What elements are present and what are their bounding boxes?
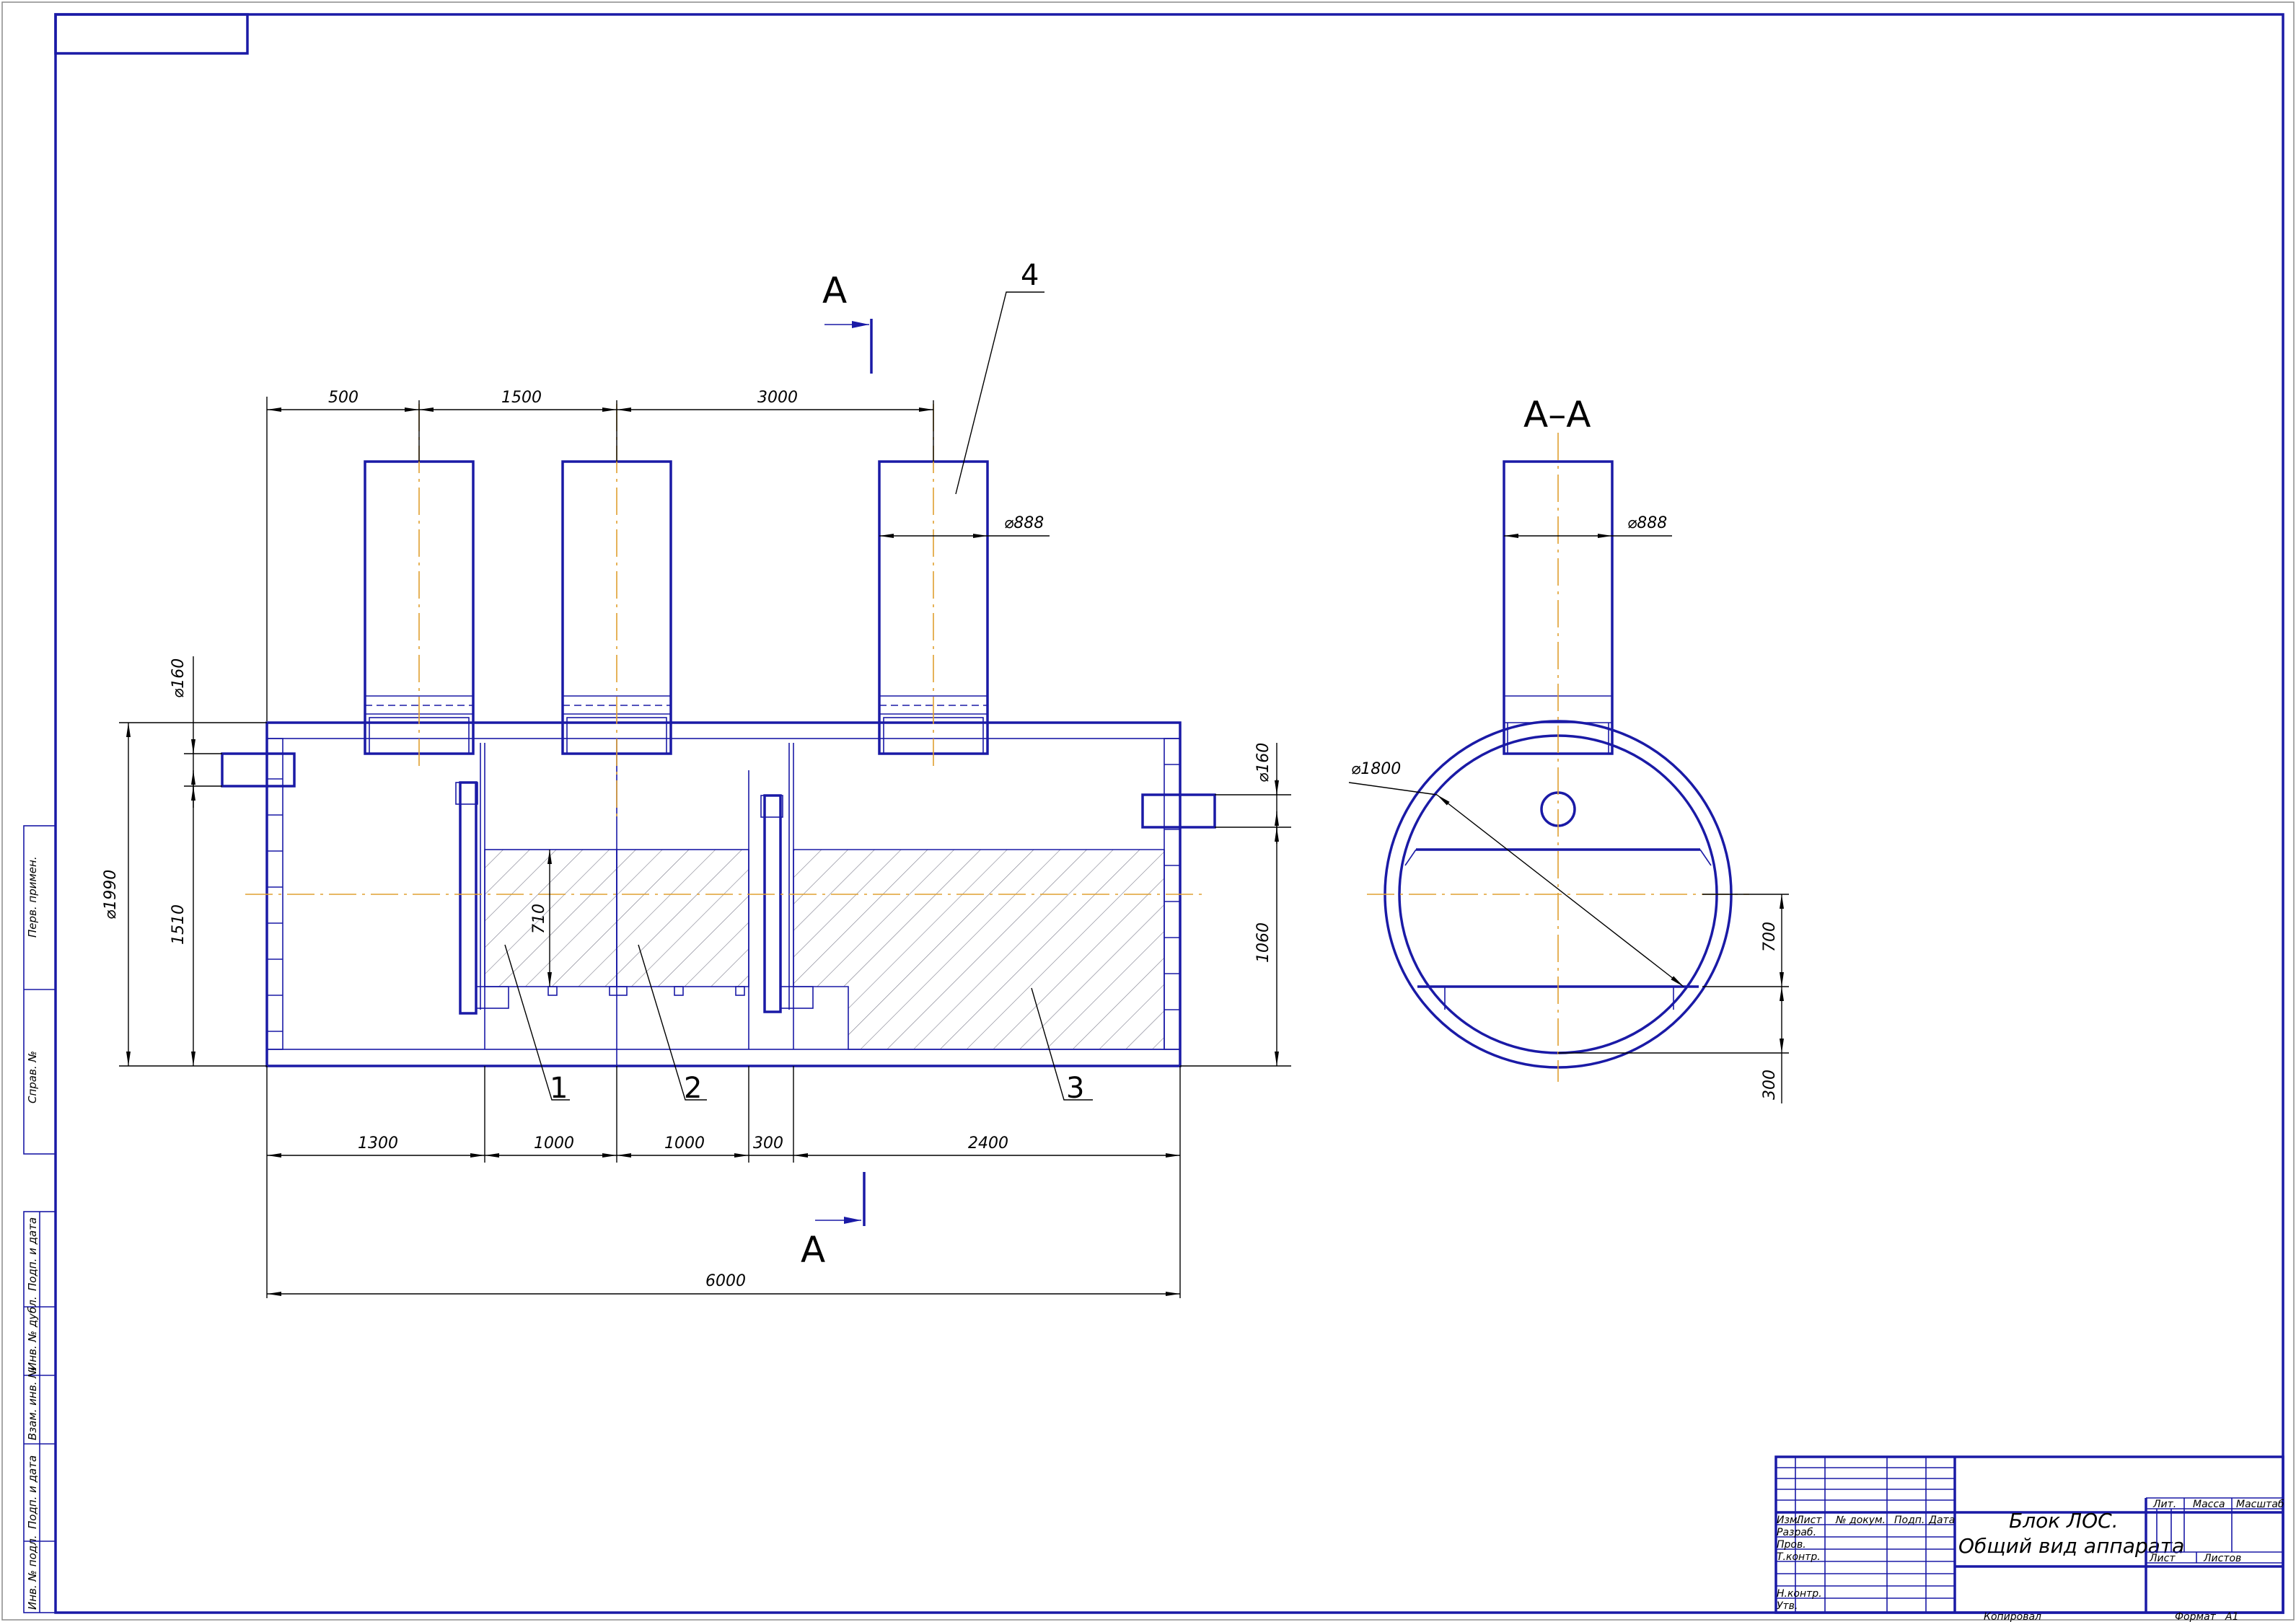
bottom-dimension-chain: 1300 1000 1000 300 2400 6000 [266,1066,1181,1298]
tb-row-nkontr: Н.контр. [1777,1588,1822,1600]
tb-masshtab: Масштаб [2236,1499,2284,1510]
left-dimensions: ⌀1990 1510 ⌀160 [102,656,267,1067]
tb-row-tkontr: Т.контр. [1777,1551,1821,1563]
section-dim-700: 700 [1761,922,1779,952]
filter-media-1 [484,849,617,987]
filter-media-3 [793,849,1165,1050]
tb-col-izm: Изм. [1777,1515,1800,1526]
dim-710: 710 [530,904,548,934]
tb-format-value: А1 [2225,1611,2238,1622]
dim-outlet-dia: ⌀160 [1254,743,1272,783]
tb-lit: Лит. [2152,1499,2176,1510]
position-4: 4 [1021,259,1039,292]
dim-2400: 2400 [968,1134,1008,1152]
section-view: A–A ⌀888 ⌀1800 [1348,394,1789,1103]
tank-top-wall [266,722,1181,739]
top-dimension-chain: 500 1500 3000 [266,389,934,721]
inlet-pipe [221,752,296,788]
tb-format: Формат [2175,1611,2217,1622]
tb-col-doc: № докум. [1835,1515,1886,1526]
dim-1990: ⌀1990 [102,870,120,920]
stamp-vzam-inv: Взам. инв. № [26,1367,39,1440]
dim-3000: 3000 [757,389,798,407]
section-mark-top: A [822,270,873,374]
dim-1000-b: 1000 [664,1134,705,1152]
right-dimensions: ⌀160 1060 [1180,743,1291,1067]
filter-media-2 [616,849,749,987]
position-3: 3 [1066,1072,1084,1105]
dim-500: 500 [328,389,359,407]
tb-listov: Листов [2203,1553,2241,1564]
stamp-inv-dubl: Инв. № дубл. [26,1296,39,1370]
title-block: Изм. Лист № докум. Подп. Дата Разраб. Пр… [1774,1455,2284,1622]
dim-inlet-dia: ⌀160 [170,658,188,698]
section-dim-1800: ⌀1800 [1351,760,1401,778]
dim-6000: 6000 [705,1272,746,1290]
dim-riser-dia: ⌀888 [1004,514,1044,532]
tb-massa: Масса [2193,1499,2225,1510]
section-dim-riser-dia: ⌀888 [1627,514,1667,532]
tb-title-line1: Блок ЛОС. [2009,1509,2119,1533]
tb-col-data: Дата [1928,1515,1955,1526]
stamp-sprav-no: Справ. № [26,1051,39,1103]
tb-col-list: Лист [1795,1515,1822,1526]
dim-300: 300 [753,1134,783,1152]
dim-1510: 1510 [170,904,188,945]
position-leaders: 1 2 3 4 [504,259,1093,1105]
tb-kopiroval: Копировал [1984,1611,2041,1622]
tb-row-razrab: Разраб. [1777,1527,1816,1538]
dim-1000-a: 1000 [534,1134,574,1152]
tb-list: Лист [2149,1553,2176,1564]
dim-1060: 1060 [1254,922,1272,963]
dim-1300: 1300 [358,1134,398,1152]
dim-1500: 1500 [501,389,542,407]
tb-row-utv: Утв. [1777,1600,1798,1612]
tb-row-prov: Пров. [1777,1539,1806,1551]
tb-col-podp: Подп. [1894,1515,1925,1526]
section-title: A–A [1523,394,1591,436]
stamp-podp-data-1: Подп. и дата [26,1217,39,1291]
tb-title-line2: Общий вид аппарата [1958,1534,2184,1558]
section-mark-bottom: A [801,1172,866,1271]
section-letter-bottom: A [801,1229,825,1271]
partition-1 [455,743,509,1049]
outlet-pipe [1141,793,1216,829]
position-1: 1 [550,1072,568,1105]
media-supports [547,986,745,996]
partition-2 [748,743,814,1049]
section-dim-300: 300 [1761,1070,1779,1100]
tank-bottom-wall [266,1049,1181,1067]
stamp-podp-data-2: Подп. и дата [26,1455,39,1529]
position-2: 2 [684,1072,702,1105]
stamp-inv-podl: Инв. № подл. [26,1535,39,1610]
side-stamp-column: Перв. примен. Справ. № Подп. и дата Инв.… [23,825,56,1613]
top-stamp-box [54,13,249,55]
main-view: 500 1500 3000 ⌀888 ⌀1990 1510 ⌀160 [102,259,1291,1298]
section-letter-top: A [822,270,847,312]
stamp-perv-primen: Перв. примен. [26,856,39,938]
